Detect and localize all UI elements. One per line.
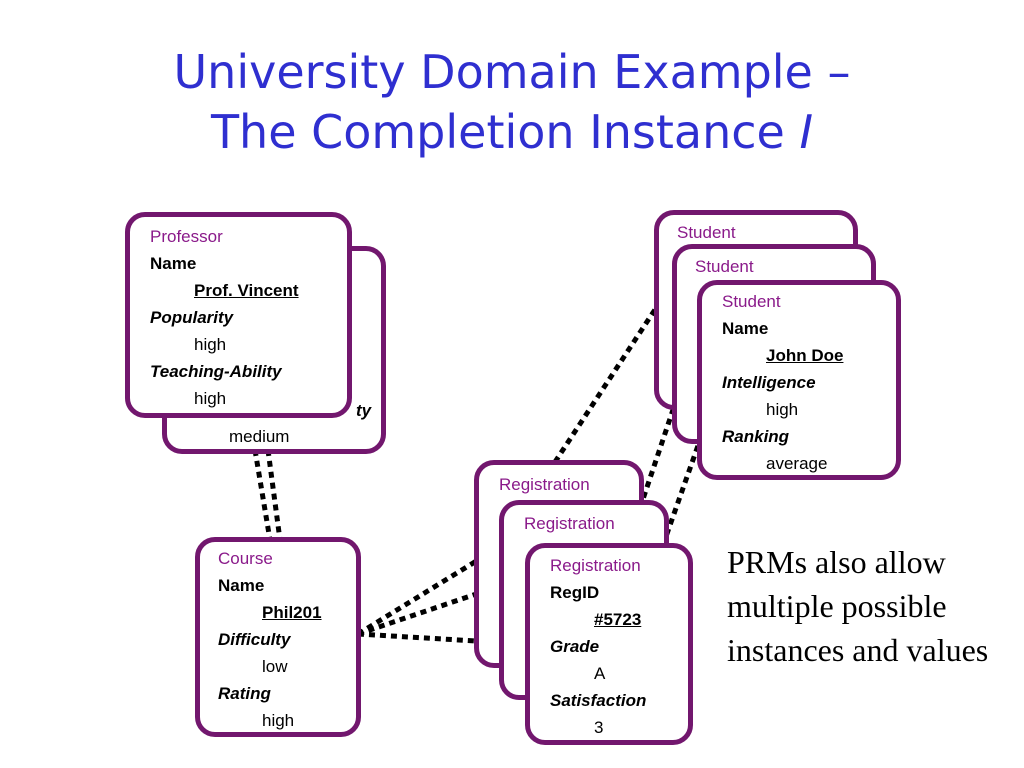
link-professor-course-a [252,449,273,541]
caption-text: PRMs also allow multiple possible instan… [727,544,989,668]
title-line-1: University Domain Example – [173,45,851,99]
title-instance-symbol: I [799,105,814,159]
registration-grade-value: A [594,664,606,683]
student-back-1-type-label: Student [677,223,736,242]
link-registration-student-1 [552,303,661,464]
professor-back-partial-value: medium [229,427,290,446]
professor-name-label: Name [150,254,197,273]
link-course-registration-2 [357,582,504,637]
professor-name-value: Prof. Vincent [194,281,299,300]
title-line-2-text: The Completion Instance [210,105,800,159]
student-ranking-label: Ranking [722,427,790,446]
professor-popularity-label: Popularity [150,308,234,327]
professor-teaching-label: Teaching-Ability [150,362,282,381]
student-back-2-type-label: Student [695,257,754,276]
professor-box: Professor Name Prof. Vincent Popularity … [125,212,352,418]
student-name-label: Name [722,319,769,338]
registration-box: Registration RegID #5723 Grade A Satisfa… [525,543,693,745]
student-intelligence-value: high [766,400,799,419]
course-rating-label: Rating [218,684,271,703]
course-rating-value: high [262,711,295,730]
registration-satisfaction-label: Satisfaction [550,691,647,710]
registration-regid-value: #5723 [594,610,642,629]
professor-back-partial-attr: ty [356,401,372,420]
registration-regid-label: RegID [550,583,600,602]
link-course-registration-1 [356,557,480,637]
course-type-label: Course [218,549,273,568]
registration-back-2-type-label: Registration [524,514,615,533]
student-type-label: Student [722,292,781,311]
course-difficulty-label: Difficulty [218,630,291,649]
course-difficulty-value: low [262,657,288,676]
student-ranking-value: average [766,454,828,473]
slide-title: University Domain Example – The Completi… [0,42,1024,162]
course-box: Course Name Phil201 Difficulty low Ratin… [195,537,361,737]
registration-grade-label: Grade [550,637,600,656]
professor-teaching-value: high [194,389,227,408]
student-intelligence-label: Intelligence [722,373,816,392]
student-box: Student Name John Doe Intelligence high … [697,280,901,480]
student-name-value: John Doe [766,346,844,365]
link-professor-course-b [265,449,283,541]
course-name-label: Name [218,576,265,595]
title-line-2: The Completion Instance I [0,102,1024,162]
course-name-value: Phil201 [262,603,322,622]
registration-back-1-type-label: Registration [499,475,590,494]
registration-satisfaction-value: 3 [594,718,604,737]
professor-type-label: Professor [150,227,223,246]
link-registration-student-3 [660,439,703,546]
professor-popularity-value: high [194,335,227,354]
registration-type-label: Registration [550,556,641,575]
